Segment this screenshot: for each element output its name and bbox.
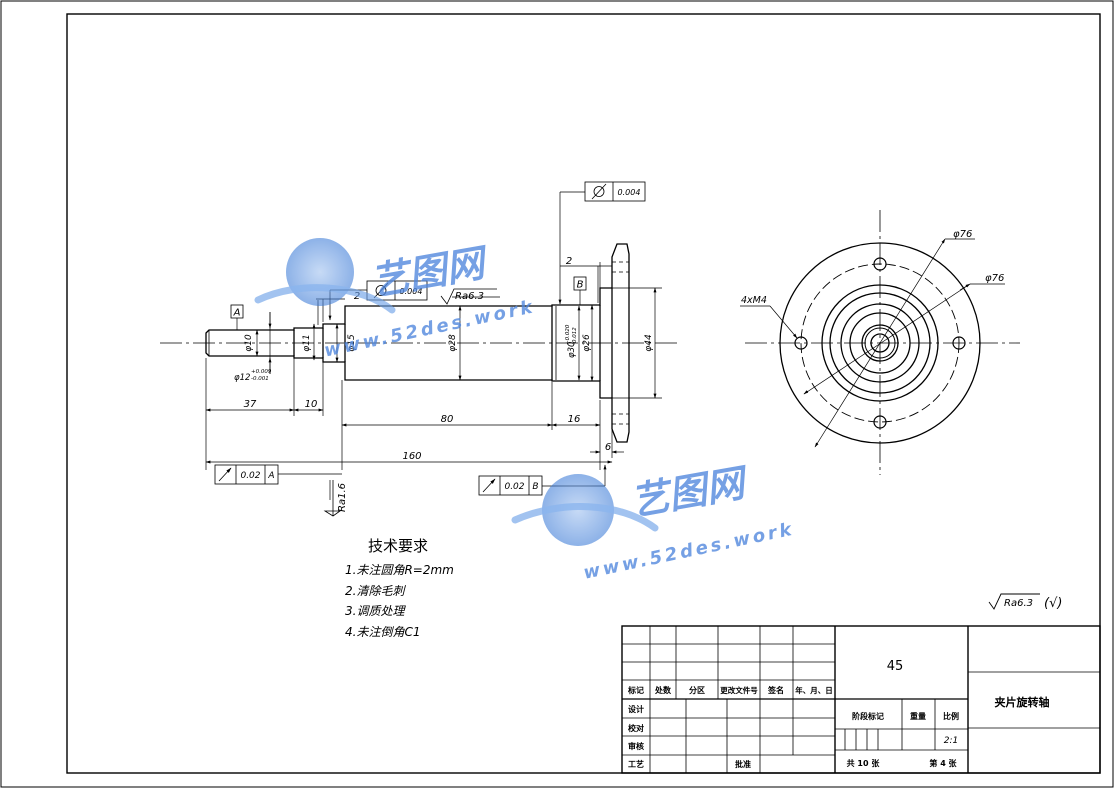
material: 45 [887,659,904,674]
front-dimension-lines [205,192,662,500]
tech-req-title: 技术要求 [368,537,428,555]
tech-req-item: 4.未注倒角C1 [345,625,420,639]
role-label: 工艺 [628,759,644,769]
side-dimension-texts: φ76 φ76 4xM4 [741,229,1004,306]
watermark-url: www.52des.work [582,519,797,584]
side-view [745,210,1020,475]
dim-d15: φ15 [347,334,357,352]
rev-header: 更改文件号 [720,685,758,695]
tech-requirements: 技术要求 1.未注圆角R=2mm 2.清除毛刺 3.调质处理 4.未注倒角C1 [345,537,454,639]
dim-d44: φ44 [644,334,654,352]
watermark-bottom: 艺图网 www.52des.work [511,460,797,584]
dim-d30-upper: +0.020 [565,324,571,345]
dim-len16: 16 [568,414,581,425]
side-dim-dia2: φ76 [985,273,1004,284]
dim-len37: 37 [244,399,257,410]
side-dimension-lines [740,238,1005,448]
dim-d12-lower: -0.001 [251,376,269,382]
runout-b-value: 0.02 [504,482,524,492]
dim-d12-upper: +0.009 [251,369,272,375]
title-block [621,625,1101,774]
roughness-symbol-ra63 [440,288,497,305]
bolt-hole-left [794,336,808,350]
role-label: 校对 [628,723,644,733]
dim-d10: φ10 [244,334,254,352]
dim-d11: φ11 [302,334,312,351]
datum-a-label: A [233,308,241,319]
title-block-texts: 45 夹片旋转轴 标记 处数 分区 更改文件号 签名 年、月、日 设计 校对 审… [627,659,1050,769]
dim-d26: φ26 [582,334,592,352]
datum-a: A [230,304,244,319]
tech-req-item: 3.调质处理 [345,604,406,618]
tech-req-item: 1.未注圆角R=2mm [345,563,454,577]
runout-icon [218,467,232,482]
total-sheets: 共 10 张 [847,758,881,768]
datum-b-label: B [577,280,584,291]
tolerance-frame-runout-a: 0.02 A [214,464,279,485]
rev-header: 标记 [627,685,644,695]
datum-b: B [573,276,587,291]
tolerance-value-shaft: 0.004 [400,287,423,296]
rev-header: 签名 [767,685,784,695]
side-dim-holes: 4xM4 [741,295,767,306]
dim-len10: 10 [305,399,318,410]
role-label: 审核 [628,741,644,751]
tolerance-frame-runout-b: 0.02 B [478,475,543,496]
general-roughness-suffix: (√) [1044,596,1062,611]
rev-header: 处数 [654,685,672,695]
part-name: 夹片旋转轴 [995,695,1050,709]
tolerance-frame-top: 0.004 [560,181,646,202]
general-roughness: Ra6.3 (√) [988,593,1062,611]
stage-label: 阶段标记 [852,711,884,721]
roughness-ra63-label: Ra6.3 [455,291,484,302]
side-dim-dia1: φ76 [953,229,972,240]
bolt-hole-right [952,336,966,350]
approve-label: 批准 [735,759,751,769]
scale-label: 比例 [943,711,959,721]
rev-header: 年、月、日 [795,685,833,695]
runout-a-value: 0.02 [240,471,260,481]
general-roughness-value: Ra6.3 [1004,598,1033,609]
dim-d30: φ30 [567,342,577,358]
dim-d30-lower: -0.012 [572,327,578,345]
dim-len2-flange: 2 [566,256,572,267]
dim-d28: φ28 [448,334,458,352]
tolerance-frame-shaft: 0.004 [366,280,428,301]
sheet-number: 第 4 张 [929,758,957,768]
cylindricity-icon [375,285,387,296]
runout-icon [482,478,496,493]
sheet-inner-frame [66,13,1101,774]
watermark-logo-icon [286,238,354,306]
rev-header: 分区 [689,685,705,695]
weight-label: 重量 [910,711,926,721]
dim-len160: 160 [402,451,421,462]
watermark-logo-text: 艺图网 [627,460,752,524]
cylindricity-icon [593,186,605,197]
role-label: 设计 [628,704,644,714]
tech-req-item: 2.清除毛刺 [345,584,406,598]
runout-a-ref: A [267,471,274,481]
roughness-ra16-label: Ra1.6 [337,483,348,512]
dim-d12: φ12 [234,373,250,383]
dim-len6: 6 [605,442,611,453]
roughness-symbol-ra16 [323,510,342,517]
scale-value: 2:1 [944,736,958,746]
dim-len80: 80 [441,414,454,425]
runout-b-ref: B [532,482,538,492]
tolerance-value-top: 0.004 [618,188,641,197]
